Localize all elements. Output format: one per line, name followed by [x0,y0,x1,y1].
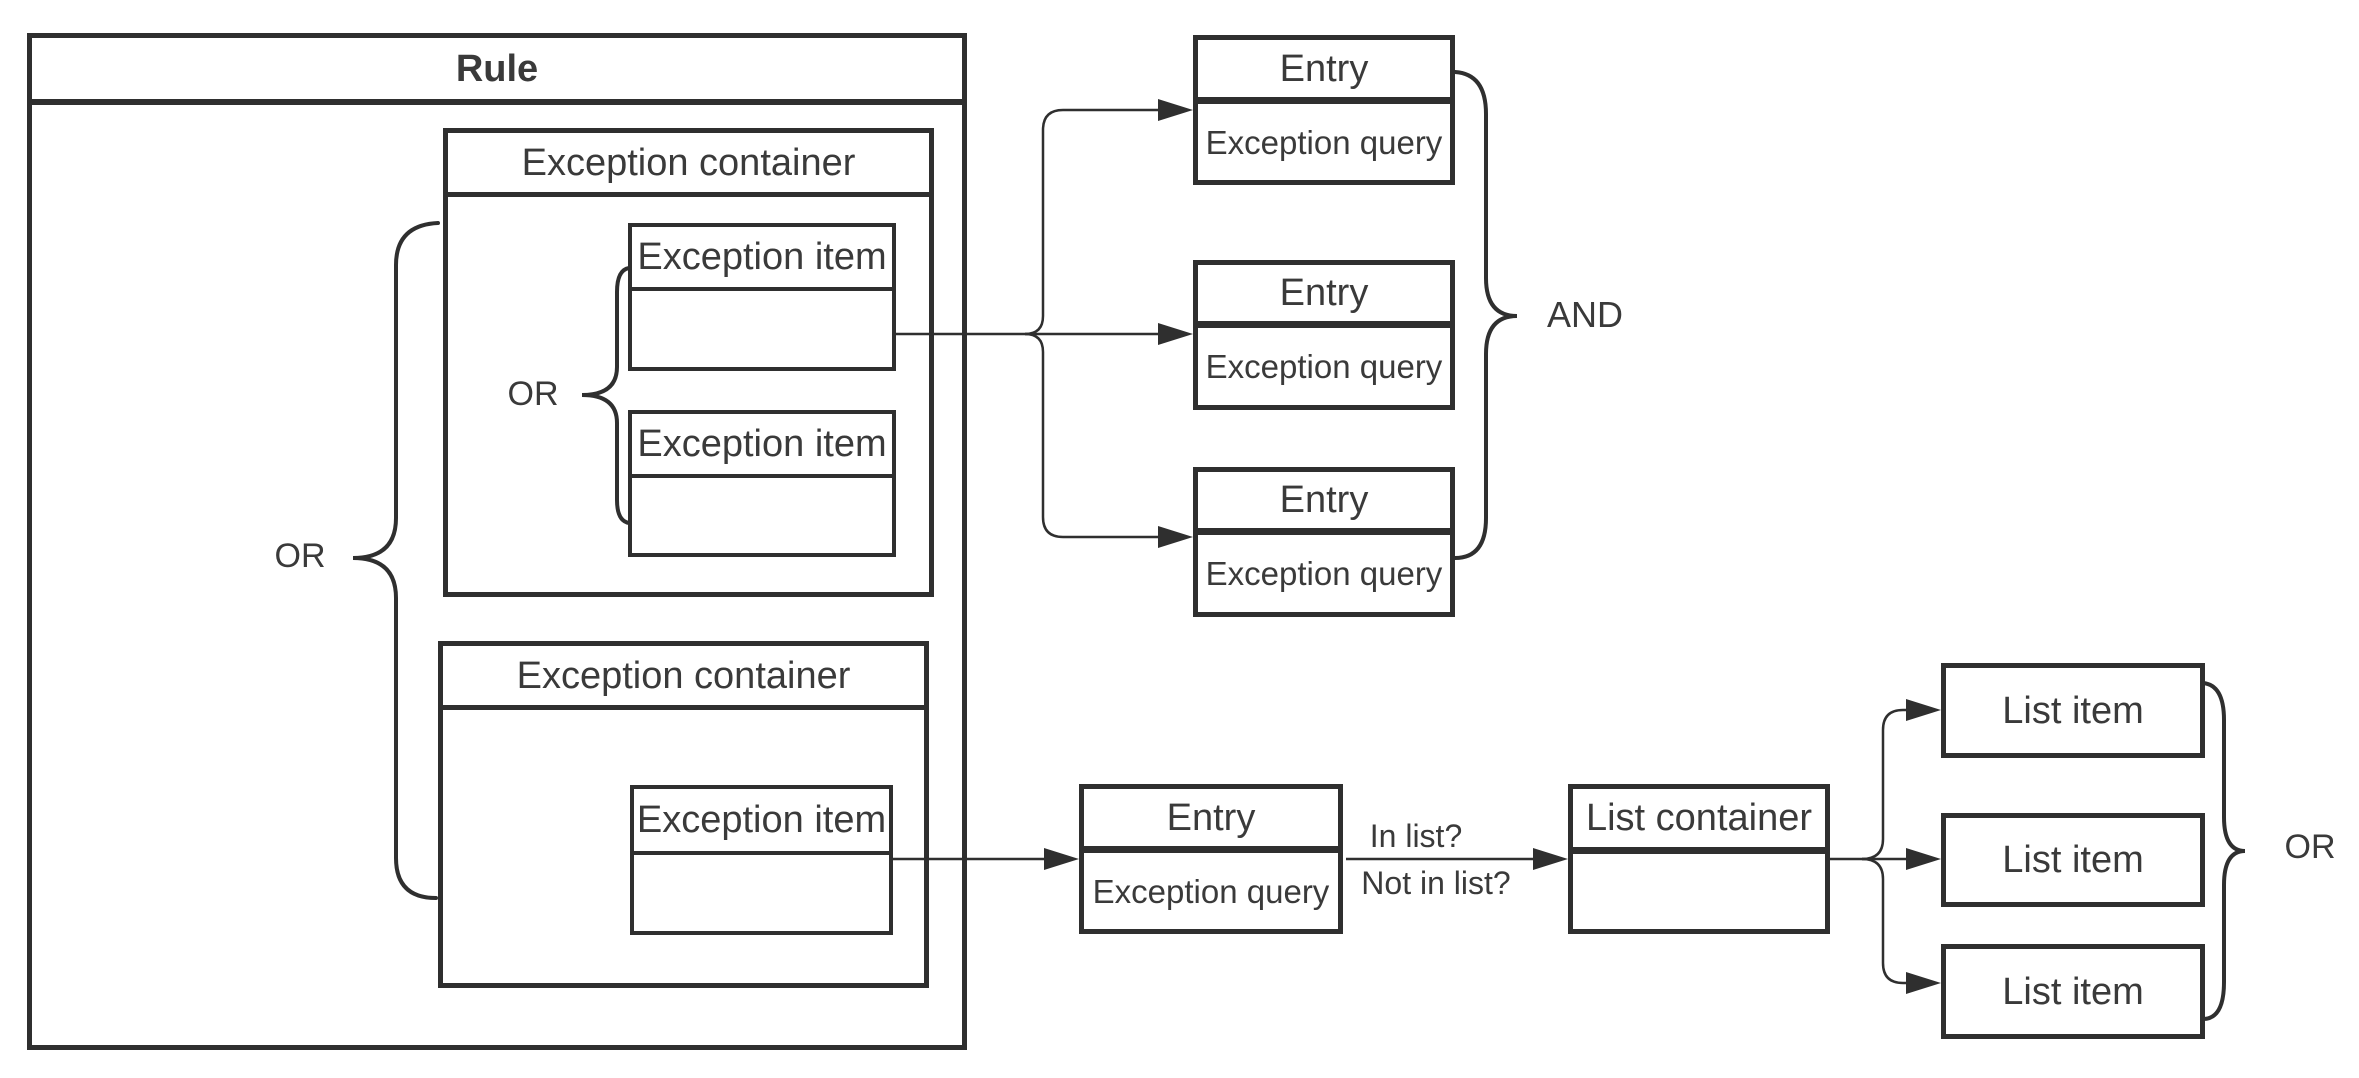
exception-item-3: Exception item [630,785,893,935]
entry-box-3: Entry Exception query [1193,467,1455,617]
brace-and [1453,70,1518,560]
list-item-3-label: List item [2002,970,2144,1013]
entry-3-title: Entry [1279,479,1369,521]
exception-item-2-header: Exception item [632,414,892,478]
entry-box-1: Entry Exception query [1193,35,1455,185]
exception-item-3-body [634,855,889,931]
list-container-title: List container [1585,797,1812,839]
entry-1-title: Entry [1279,47,1369,90]
list-item-2: List item [1941,813,2205,907]
or-list-label: OR [2284,828,2336,866]
list-item-2-label: List item [2002,839,2144,881]
exception-container-2-title: Exception container [516,654,851,697]
and-label: AND [1546,294,1624,335]
entry-4-header: Entry [1084,789,1338,853]
exception-item-1-body [632,291,892,367]
entry-2-title: Entry [1279,272,1369,314]
exception-item-2: Exception item [628,410,896,557]
rule-header: Rule [32,38,962,105]
list-container-body [1573,854,1825,929]
brace-or-list [2201,681,2246,1021]
list-container-box: List container [1568,784,1830,934]
entry-box-4: Entry Exception query [1079,784,1343,934]
arrowhead-entry4 [1044,848,1079,870]
exception-item-1: Exception item [628,223,896,371]
edge-item1-entry3 [1024,332,1160,539]
exception-container-1-title: Exception container [521,141,856,184]
not-in-list-edge-label: Not in list? [1361,865,1511,901]
arrowhead-listitem1 [1906,699,1941,721]
exception-item-3-header: Exception item [634,789,889,855]
exception-item-3-title: Exception item [636,799,887,841]
list-item-3: List item [1941,944,2205,1039]
arrowhead-listitem2 [1906,848,1941,870]
or-outer-label: OR [274,537,326,575]
edge-list-item3 [1861,857,1908,985]
exception-item-1-title: Exception item [637,236,887,278]
list-item-1: List item [1941,663,2205,758]
exception-item-2-title: Exception item [637,423,887,465]
arrowhead-listitem3 [1906,972,1941,994]
edge-list-item1 [1861,708,1908,861]
arrowhead-entry3 [1158,526,1193,548]
rule-title: Rule [455,47,539,90]
or-inner-label: OR [507,375,559,413]
arrowhead-entry1 [1158,99,1193,121]
exception-item-2-body [632,478,892,553]
entry-2-query: Exception query [1205,348,1443,385]
entry-1-header: Entry [1198,40,1450,104]
list-container-header: List container [1573,789,1825,854]
entry-3-header: Entry [1198,472,1450,535]
entry-1-query: Exception query [1205,123,1443,161]
arrowhead-listcontainer [1533,848,1568,870]
entry-3-query: Exception query [1205,555,1443,592]
in-list-edge-label: In list? [1369,818,1463,854]
entry-box-2: Entry Exception query [1193,260,1455,410]
exception-container-1-header: Exception container [448,133,929,197]
list-item-1-label: List item [2002,689,2144,732]
exception-container-2-header: Exception container [443,646,924,710]
entry-2-header: Entry [1198,265,1450,328]
arrowhead-entry2 [1158,323,1193,345]
entry-4-query: Exception query [1092,872,1330,910]
entry-4-title: Entry [1166,796,1256,839]
exception-item-1-header: Exception item [632,227,892,291]
edge-item1-entry1 [1024,108,1160,336]
